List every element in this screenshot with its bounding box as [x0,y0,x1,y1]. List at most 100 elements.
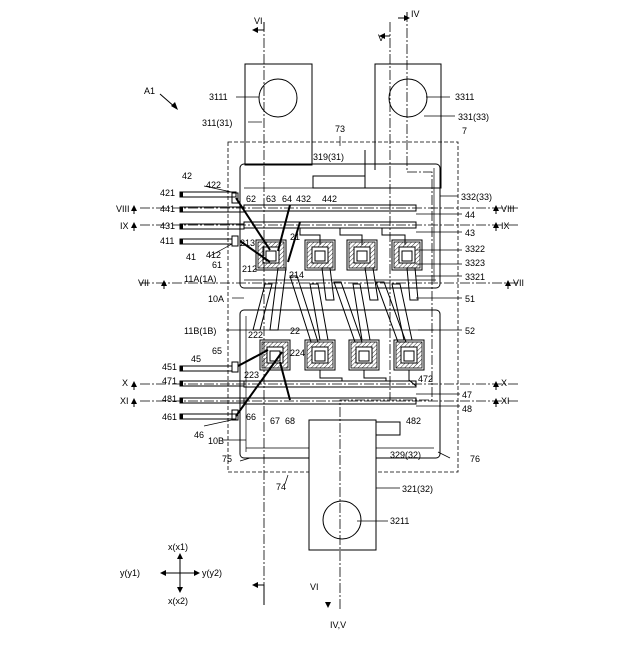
part-319 [313,176,365,188]
label-76: 76 [470,454,480,464]
label-332: 332(33) [461,192,492,202]
label-VIII-left: VIII [116,204,130,214]
label-74: 74 [276,482,286,492]
label-412: 412 [206,250,221,260]
label-61: 61 [212,260,222,270]
label-21: 21 [290,232,300,242]
label-62: 62 [246,194,256,204]
label-472: 472 [418,374,433,384]
label-IX-left: IX [120,221,129,231]
label-7: 7 [462,126,467,136]
chip-22-4 [394,340,424,370]
label-422: 422 [206,180,221,190]
pad-412 [232,236,238,246]
terminal-331 [365,64,441,188]
label-IX-right: IX [501,221,510,231]
chip-22-2 [305,340,335,370]
pad-65 [232,362,238,372]
terminal-321 [309,420,400,550]
axis-label-y2: y(y2) [202,568,222,578]
label-224: 224 [290,348,305,358]
label-48: 48 [462,404,472,414]
label-42: 42 [182,171,192,181]
interconnect-leads [253,268,418,342]
label-3211: 3211 [390,516,409,526]
label-VI-bottom: VI [310,582,319,592]
label-68: 68 [285,416,295,426]
label-XI-right: XI [501,396,510,406]
label-44: 44 [465,210,475,220]
label-66: 66 [246,412,256,422]
axis-label-x1: x(x1) [168,542,188,552]
label-3322: 3322 [465,244,485,254]
label-451: 451 [162,362,177,372]
label-45: 45 [191,354,201,364]
label-471: 471 [162,376,177,386]
label-213: 213 [240,238,255,248]
label-319: 319(31) [313,152,344,162]
chip-22-1 [260,340,290,370]
label-10A: 10A [208,294,224,304]
label-46: 46 [194,430,204,440]
chip-row-upper [256,240,422,270]
label-41: 41 [186,252,196,262]
label-311: 311(31) [202,118,232,128]
label-V-top: V [378,33,384,43]
label-442: 442 [322,194,337,204]
label-VII-left: VII [138,278,149,288]
label-XI-left: XI [120,396,129,406]
label-51: 51 [465,294,475,304]
label-421: 421 [160,188,175,198]
label-461: 461 [162,412,177,422]
label-VII-right: VII [513,278,524,288]
label-222: 222 [248,330,263,340]
label-X-left: X [122,378,128,388]
label-3311: 3311 [455,92,474,102]
label-IV-top: IV [411,9,420,19]
pins-left [180,192,244,419]
label-441: 441 [160,204,175,214]
label-321: 321(32) [402,484,433,494]
label-432: 432 [296,194,311,204]
label-63: 63 [266,194,276,204]
axis-label-x2: x(x2) [168,596,188,606]
label-73: 73 [335,124,345,134]
label-329: 329(32) [390,450,421,460]
label-10B: 10B [208,436,224,446]
label-VIII-right: VIII [501,204,515,214]
label-3323: 3323 [465,258,485,268]
label-22: 22 [290,326,300,336]
a1-arrow [160,94,178,110]
label-431: 431 [160,221,175,231]
label-11B: 11B(1B) [184,326,216,336]
label-52: 52 [465,326,475,336]
axis-label-y1: y(y1) [120,568,140,578]
chip-21-4 [392,240,422,270]
chip-22-3 [349,340,379,370]
label-212: 212 [242,264,257,274]
axis-indicator [160,553,200,593]
label-75: 75 [222,454,232,464]
terminal-311 [245,64,312,165]
chip-row-lower [260,340,424,370]
label-A1: A1 [144,86,155,96]
label-223: 223 [244,370,259,380]
label-67: 67 [270,416,280,426]
label-411: 411 [160,236,174,246]
label-481: 481 [162,394,177,404]
label-43: 43 [465,228,475,238]
label-482: 482 [406,416,421,426]
label-IV-V-bottom: IV,V [330,620,346,630]
label-47: 47 [462,390,472,400]
substrate-10A [240,164,440,288]
label-X-right: X [501,378,507,388]
label-331: 331(33) [458,112,489,122]
label-65: 65 [212,346,222,356]
label-11A: 11A(1A) [184,274,216,284]
label-64: 64 [282,194,292,204]
label-VI-top: VI [254,16,263,26]
label-3321: 3321 [465,272,485,282]
label-214: 214 [289,270,304,280]
